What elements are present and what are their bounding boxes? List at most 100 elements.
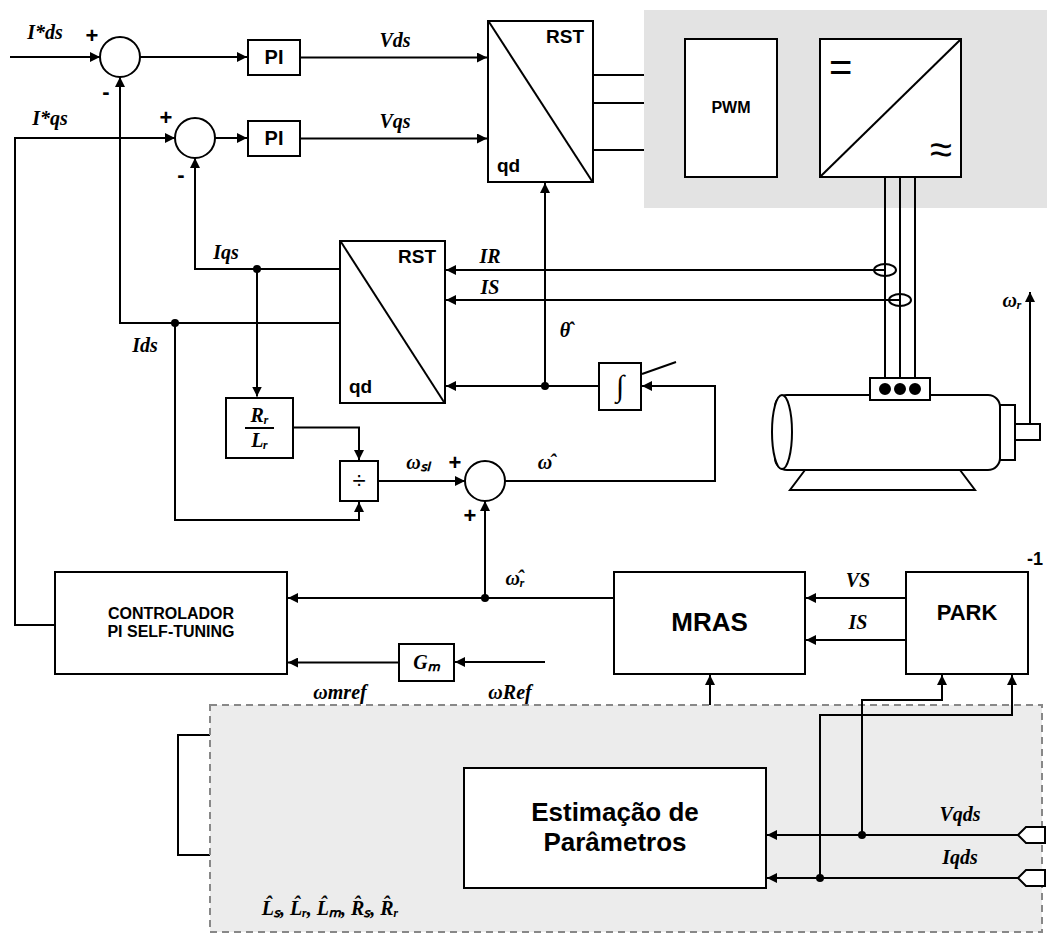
signal-label: ωₛₗ xyxy=(406,451,429,474)
label-holder: ω̂ xyxy=(538,451,552,474)
signal-label: IS xyxy=(849,611,868,634)
speed-arrow xyxy=(1029,292,1031,424)
signal-connector xyxy=(257,269,339,397)
junction-dot xyxy=(858,831,866,839)
sign-label: + xyxy=(449,450,462,475)
label-holder: Vqs xyxy=(379,110,410,133)
signal-label: VS xyxy=(846,569,870,592)
box-text: CONTROLADOR PI SELF-TUNING xyxy=(101,605,241,642)
sum-junction xyxy=(175,118,215,158)
power-stage-band xyxy=(644,10,1047,208)
label-holder: + xyxy=(160,105,173,130)
box-text: = xyxy=(829,44,852,90)
signal-wire xyxy=(215,137,247,139)
label-holder: Iqds xyxy=(942,846,978,869)
signal-connector xyxy=(301,57,487,59)
box-text: Estimação de Parâmetros xyxy=(485,798,745,858)
motor-end xyxy=(772,395,792,469)
current-sensor xyxy=(874,264,896,276)
sign-label: + xyxy=(464,503,477,528)
gain-block: RᵣLᵣ xyxy=(225,397,294,459)
input-terminal xyxy=(1018,827,1045,843)
signal-wire xyxy=(862,675,942,835)
label-holder: + xyxy=(464,503,477,528)
label-holder: ωₛₗ xyxy=(406,451,429,474)
signal-wire xyxy=(484,501,486,598)
diagonal-line xyxy=(821,40,960,176)
signal-label: θ̂ xyxy=(560,319,570,342)
label-holder: θ̂ xyxy=(560,319,570,342)
signal-label: Iqs xyxy=(213,241,239,264)
label-holder: ω̂ᵣ xyxy=(506,567,525,590)
box-text: ∫ xyxy=(616,369,624,404)
sum-junction xyxy=(100,37,140,77)
signal-label: Iqds xyxy=(942,846,978,869)
signal-label: I*qs xyxy=(32,107,68,130)
label-holder: Vds xyxy=(379,29,410,52)
box-text: RST xyxy=(546,26,584,48)
inverse-park-block: PARK-1 xyxy=(905,571,1029,675)
signal-label: ω̂ᵣ xyxy=(506,567,525,590)
diagonal-line xyxy=(341,242,444,402)
label-holder: - xyxy=(102,79,109,104)
label-holder: + xyxy=(449,450,462,475)
signal-wire xyxy=(455,661,545,663)
label-holder: IR xyxy=(479,245,500,268)
terminal xyxy=(880,384,890,394)
junction-dot xyxy=(541,382,549,390)
signal-wire xyxy=(120,77,339,323)
signal-connector xyxy=(301,138,487,140)
current-wire xyxy=(446,299,900,301)
box-text: Gₘ xyxy=(413,651,439,674)
terminal-box xyxy=(870,378,930,400)
signal-wire xyxy=(195,158,339,269)
signal-label: I*ds xyxy=(27,21,63,44)
box-text: MRAS xyxy=(671,608,748,638)
sum-junction xyxy=(465,461,505,501)
label-holder: IS xyxy=(481,276,500,299)
label-holder: IS xyxy=(849,611,868,634)
input-terminal xyxy=(1018,870,1045,886)
box-text: Rᵣ xyxy=(245,404,275,429)
label-holder: + xyxy=(86,23,99,48)
label-holder: I*qs xyxy=(32,107,68,130)
box-text: PWM xyxy=(711,99,750,117)
box-text: Lᵣ xyxy=(251,429,268,452)
signal-label: ωᵣ xyxy=(1003,289,1022,312)
signal-connector xyxy=(288,662,398,664)
mras-block: MRAS xyxy=(613,571,806,675)
signal-connector xyxy=(545,183,598,386)
box-text: -1 xyxy=(1027,549,1043,570)
controller-block: CONTROLADOR PI SELF-TUNING xyxy=(54,571,288,675)
sign-label: + xyxy=(86,23,99,48)
junction-dot xyxy=(171,319,179,327)
motor-end-cap xyxy=(1000,405,1015,460)
box-text: qd xyxy=(349,376,372,398)
pi-controller: PI xyxy=(247,39,301,76)
sign-label: - xyxy=(177,162,184,187)
label-holder: ωmref xyxy=(313,681,366,704)
signal-wire xyxy=(767,877,1018,879)
signal-connector xyxy=(806,639,905,641)
label-holder: ωᵣ xyxy=(1003,289,1022,312)
box-text: PI xyxy=(265,46,284,69)
motor-shaft xyxy=(1015,424,1040,440)
junction-dot xyxy=(481,594,489,602)
divider-block: ÷ xyxy=(339,460,379,502)
label-holder: Vqds xyxy=(939,803,980,826)
signal-wire xyxy=(10,56,100,58)
coordinate-transform: RSTqd xyxy=(339,240,446,404)
inverter-block: =≈ xyxy=(819,38,962,178)
terminal xyxy=(895,384,905,394)
signal-wire xyxy=(140,56,247,58)
motor-body xyxy=(775,395,1000,470)
signal-label: Vds xyxy=(379,29,410,52)
diagonal-line xyxy=(489,22,592,181)
signal-connector xyxy=(175,323,359,520)
signal-wire xyxy=(820,675,1012,878)
sign-label: + xyxy=(160,105,173,130)
gain-block: Gₘ xyxy=(398,643,455,682)
label-holder: L̂ₛ, L̂ᵣ, L̂ₘ, R̂ₛ, R̂ᵣ xyxy=(262,897,398,920)
pi-controller: PI xyxy=(247,120,301,157)
integrator-block: ∫ xyxy=(598,362,642,411)
